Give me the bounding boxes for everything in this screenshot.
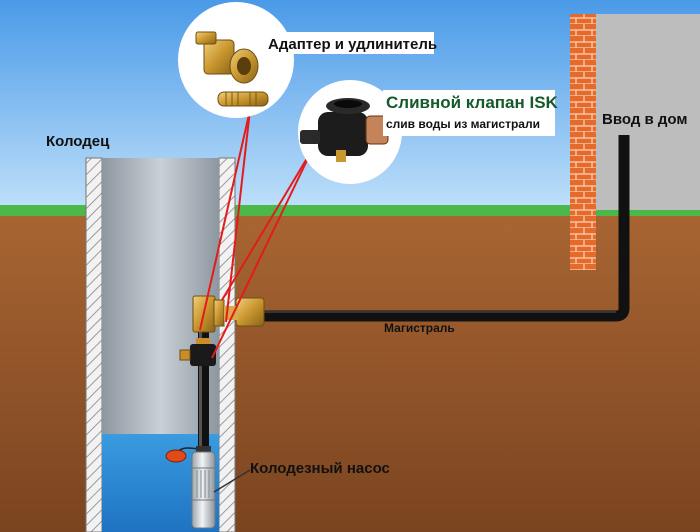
well-label: Колодец [46,133,110,150]
pump-label: Колодезный насос [250,460,390,477]
valve-title: Сливной клапан ISK [386,93,558,112]
brass-adapter-icon [178,2,294,118]
submersible-pump-icon [191,446,216,529]
house-wall [586,14,700,210]
adapter-label: Адаптер и удлинитель [268,36,438,53]
drain-valve-fitting [179,338,216,366]
valve-subtitle: слив воды из магистрали [386,117,540,131]
pump-pointer [213,469,251,493]
riser-pipe [198,330,209,448]
float-switch [165,449,187,463]
well-wall-left [85,157,103,532]
pointer-lines [199,109,313,359]
main-line-pipe [262,135,630,322]
brick-column [570,14,596,270]
house-inlet-label: Ввод в дом [602,111,688,128]
main-line-label: Магистраль [384,321,455,335]
drain-valve-icon [298,80,402,184]
